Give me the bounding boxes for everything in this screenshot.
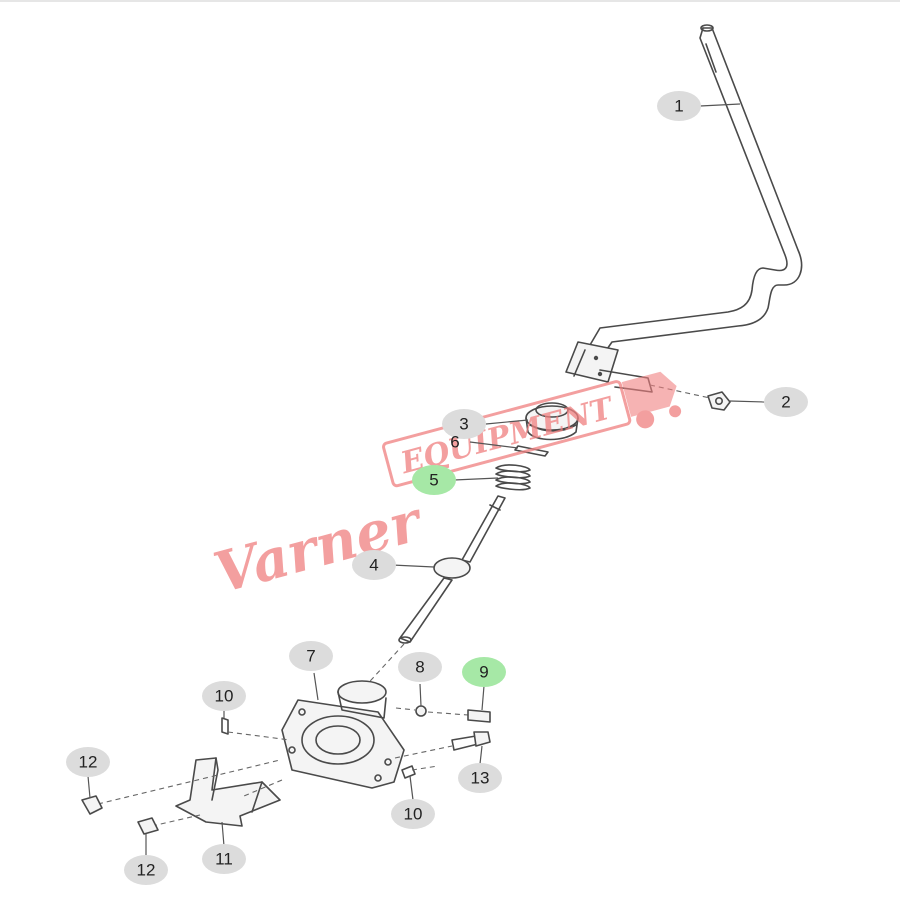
callout-10-upper: 10 [202,681,246,711]
svg-text:9: 9 [479,663,488,682]
shift-lever-rod [565,24,803,393]
retaining-clip [514,445,549,457]
callout-4: 4 [352,550,396,580]
svg-text:10: 10 [215,687,234,706]
callout-8: 8 [398,652,442,682]
callout-7: 7 [289,641,333,671]
svg-text:11: 11 [215,850,233,869]
svg-text:10: 10 [404,805,423,824]
leader-lines [87,103,766,858]
svg-text:2: 2 [781,393,790,412]
boot-cap [525,402,579,441]
callout-2: 2 [764,387,808,417]
svg-text:4: 4 [369,556,378,575]
bracket-bolt-upper [81,759,281,815]
tractor-icon [621,371,677,417]
bracket-bolt-lower [137,814,201,835]
svg-text:8: 8 [415,658,424,677]
callout-12-lower: 12 [124,855,168,885]
callout-11: 11 [202,844,246,874]
callout-6: 6 [450,433,459,452]
svg-text:12: 12 [137,861,156,880]
svg-text:7: 7 [306,647,315,666]
callout-13: 13 [458,763,502,793]
mounting-bracket [175,757,283,827]
svg-text:12: 12 [79,753,98,772]
tractor-wheel-icon [636,410,655,429]
lever-housing [281,680,405,789]
tractor-wheel-icon [669,405,682,418]
svg-text:3: 3 [459,415,468,434]
svg-text:5: 5 [429,471,438,490]
watermark-script-text: Varner [207,488,430,607]
callout-1: 1 [657,91,701,121]
svg-text:6: 6 [450,433,459,452]
callout-5: 5 [412,465,456,495]
spring [495,464,531,491]
dowel-pin-right [401,765,439,779]
watermark-block-frame [382,380,632,488]
svg-text:1: 1 [674,97,683,116]
svg-text:13: 13 [471,769,490,788]
dowel-pin-left [221,717,291,741]
callout-9: 9 [462,657,506,687]
set-screw [427,709,491,723]
callout-10-lower: 10 [391,799,435,829]
lever-shaft [361,495,506,691]
callout-3: 3 [442,409,486,439]
housing-bolt [394,731,491,759]
detent-ball [395,705,427,717]
callout-12-upper: 12 [66,747,110,777]
